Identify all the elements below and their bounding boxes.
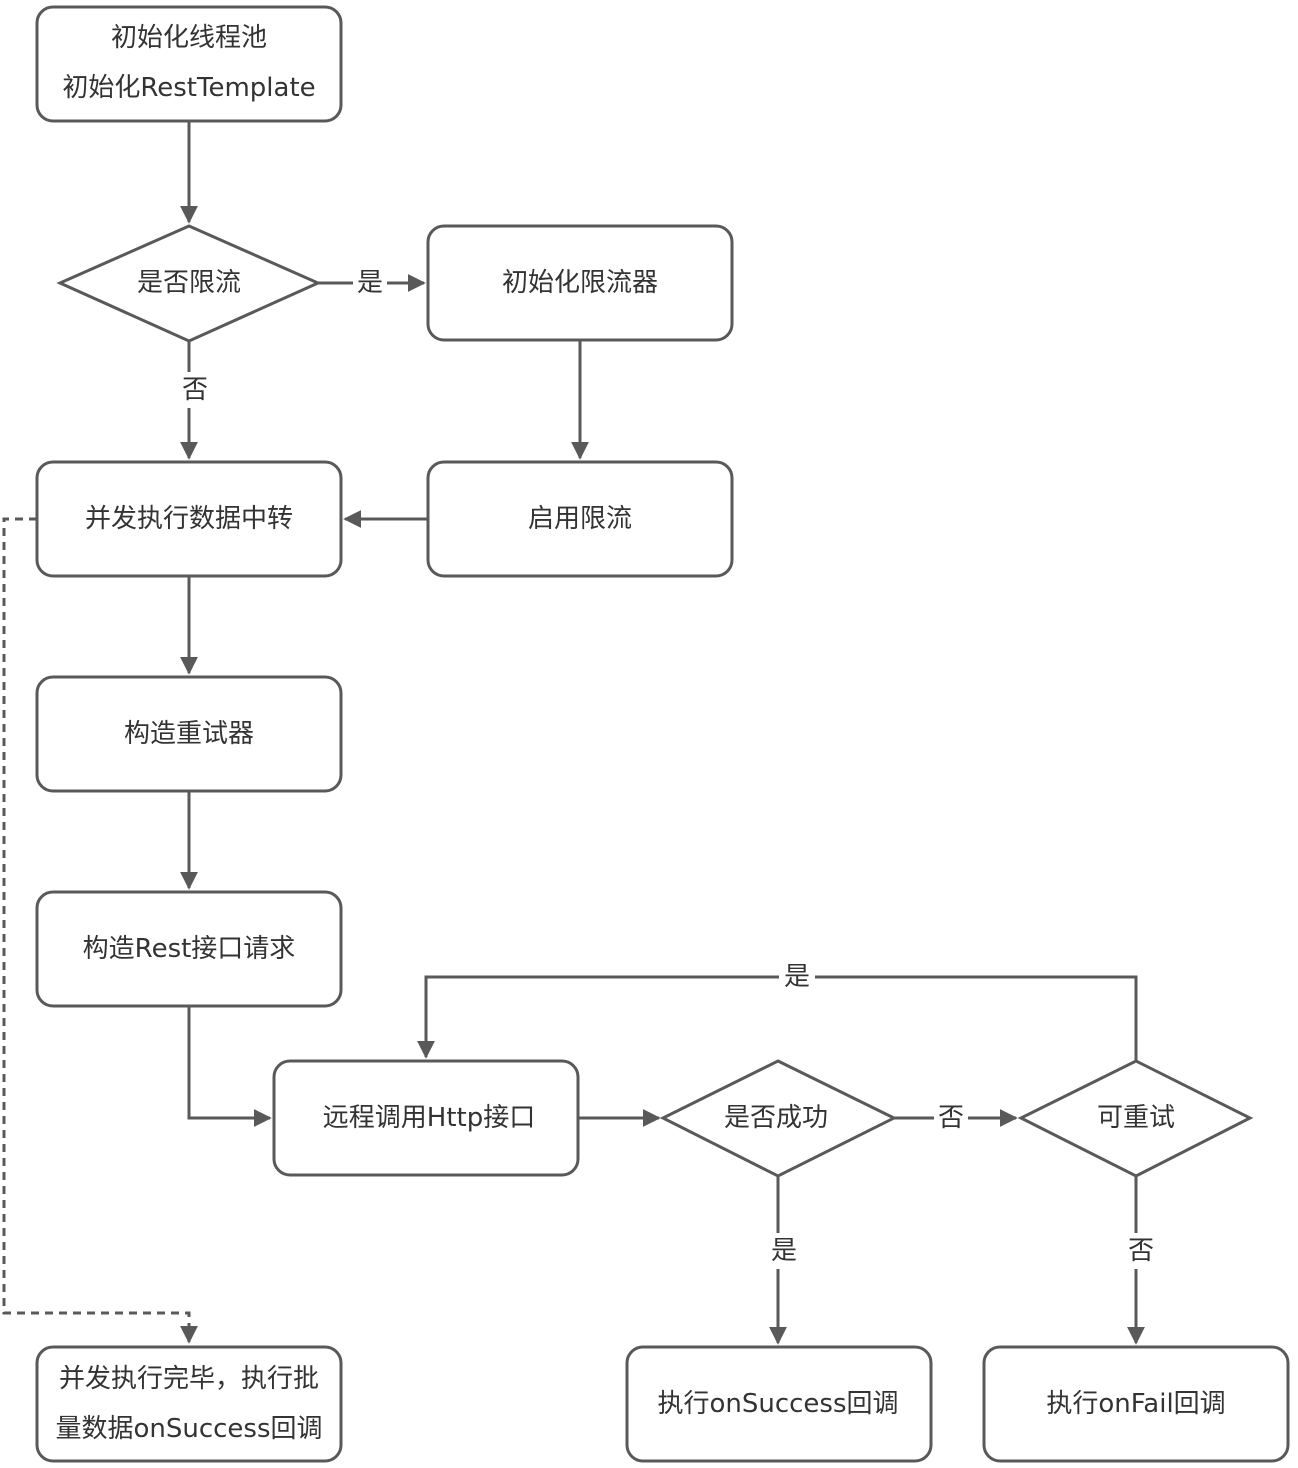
- node-success-check: 是否成功: [659, 1059, 898, 1178]
- node-retryable-check-label: 可重试: [1097, 1103, 1175, 1133]
- node-on-fail: 执行onFail回调: [982, 1345, 1290, 1463]
- node-build-request: 构造Rest接口请求: [35, 890, 343, 1008]
- node-remote-call-label: 远程调用Http接口: [323, 1103, 535, 1133]
- node-concurrent-exec-label: 并发执行数据中转: [85, 504, 293, 534]
- edge-labels: 是 否 是 否 是 否: [178, 266, 1158, 1269]
- node-rate-limit-check: 是否限流: [56, 224, 322, 343]
- node-init: 初始化线程池 初始化RestTemplate: [35, 5, 343, 123]
- node-init-line2: 初始化RestTemplate: [62, 73, 315, 103]
- node-init-line1: 初始化线程池: [111, 23, 267, 53]
- node-on-fail-label: 执行onFail回调: [1046, 1389, 1225, 1419]
- node-enable-limit: 启用限流: [426, 460, 734, 578]
- node-build-retryer-label: 构造重试器: [124, 719, 254, 749]
- node-init-limiter-label: 初始化限流器: [502, 268, 658, 298]
- node-retryable-check: 可重试: [1017, 1059, 1254, 1178]
- node-on-success-label: 执行onSuccess回调: [657, 1389, 898, 1419]
- edge-label-retry-yes: 是: [784, 962, 810, 992]
- node-init-limiter: 初始化限流器: [426, 224, 734, 342]
- node-rate-limit-check-label: 是否限流: [137, 268, 241, 298]
- edge-label-limit-yes: 是: [357, 268, 383, 298]
- node-build-retryer: 构造重试器: [35, 675, 343, 793]
- node-concurrent-exec: 并发执行数据中转: [35, 460, 343, 578]
- edge-label-retry-no: 否: [1128, 1236, 1154, 1266]
- edge-request-to-remote: [187, 1007, 272, 1127]
- node-batch-done-line2: 量数据onSuccess回调: [55, 1414, 322, 1444]
- edge-label-success-no: 否: [938, 1103, 964, 1133]
- edge-label-limit-no: 否: [182, 375, 208, 405]
- node-batch-done-line1: 并发执行完毕，执行批: [59, 1364, 319, 1394]
- node-enable-limit-label: 启用限流: [528, 504, 632, 534]
- edge-label-success-yes: 是: [771, 1236, 797, 1266]
- edge-concurrent-to-batch-done: [2, 517, 198, 1344]
- node-batch-done: 并发执行完毕，执行批 量数据onSuccess回调: [35, 1345, 343, 1463]
- node-success-check-label: 是否成功: [724, 1103, 828, 1133]
- node-build-request-label: 构造Rest接口请求: [83, 934, 296, 964]
- node-on-success: 执行onSuccess回调: [625, 1345, 933, 1463]
- node-remote-call: 远程调用Http接口: [272, 1059, 580, 1177]
